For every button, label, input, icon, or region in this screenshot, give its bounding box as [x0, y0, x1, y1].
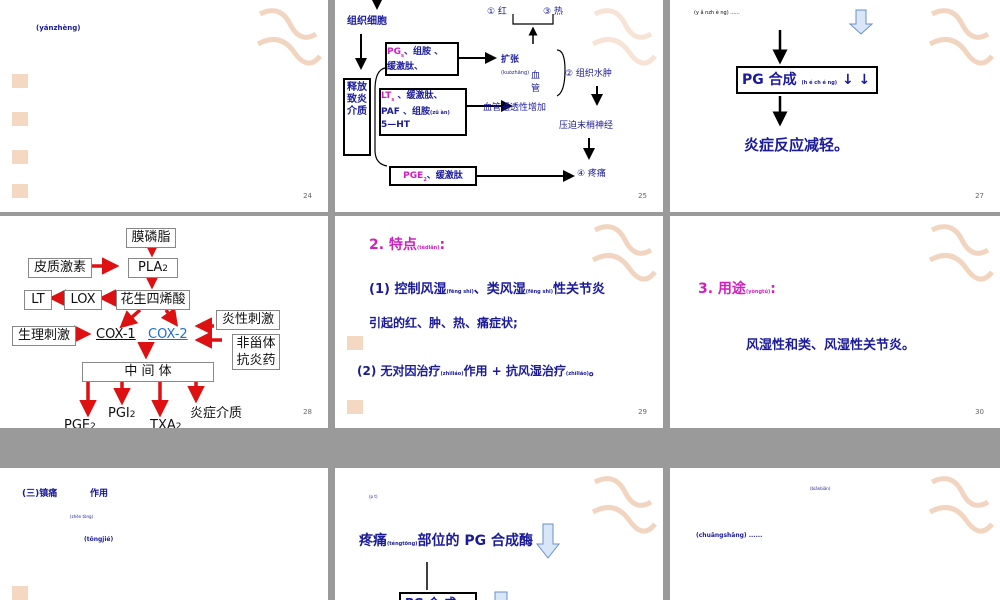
section-heading: 2. 特点(tèdiǎn):: [369, 237, 446, 253]
label-pain: ④ 疼痛: [577, 169, 606, 179]
slide-29[interactable]: 2. 特点(tèdiǎn): (1) 控制风湿(fēng shī)、类风湿(fē…: [335, 216, 663, 428]
page-number: 27: [975, 192, 984, 200]
slide-28[interactable]: 膜磷脂 皮质激素 PLA2 LT LOX 花生四烯酸 炎性刺激 生理刺激 COX…: [0, 216, 328, 428]
label-expand-pinyin: (kuòzhāng): [501, 70, 530, 76]
node-cox2: COX-2: [148, 327, 188, 342]
slide-27[interactable]: (y ǎ nzh è ng) ...... PG 合成 (h é ch é ng…: [670, 0, 1000, 212]
node-inflammatory-stimulus: 炎性刺激: [216, 310, 280, 330]
node-pla2: PLA2: [128, 258, 178, 278]
result-text: 炎症反应减轻。: [744, 136, 850, 154]
node-cox1: COX-1: [96, 327, 136, 342]
node-pgi2: PGI2: [108, 406, 136, 421]
slide-32[interactable]: (p t) 疼痛(téngtōng)部位的 PG 合成酶 PG 合 成: [335, 468, 663, 600]
node-arachidonic-acid: 花生四烯酸: [116, 290, 190, 310]
node-nsaid: 非甾体抗炎药: [232, 334, 280, 370]
pathway-arrows: [48, 240, 222, 418]
node-intermediate: 中 间 体: [82, 362, 214, 382]
flow-arrows: [772, 9, 874, 127]
slide-30[interactable]: 3. 用途(yòngtú): 风湿性和类、风湿性关节炎。 30: [670, 216, 1000, 428]
label-red: ① 红: [487, 7, 507, 17]
watermark-icon: [928, 224, 994, 282]
slide-33[interactable]: (biǎnbiān) (chuāngshāng) ......: [670, 468, 1000, 600]
node-pge2: PGE2: [64, 418, 96, 428]
point-1: (1) 控制风湿(fēng shī)、类风湿(fēng shī)性关节炎: [369, 282, 606, 297]
section-title: (三)镇痛: [22, 489, 58, 499]
page-number: 28: [303, 408, 312, 416]
page-number: 30: [975, 408, 984, 416]
page-number: 29: [638, 408, 647, 416]
node-corticosteroid: 皮质激素: [28, 258, 92, 278]
mediator-box-2: LTs 、缓激肽、 PAF 、组胺(zǔ àn) 5—HT: [379, 88, 467, 136]
decor-squares: [10, 0, 34, 212]
pg-synthesis-box: PG 合 成: [399, 592, 477, 600]
watermark-icon: [928, 8, 994, 66]
slide-24[interactable]: (yánzhèng) 24: [0, 0, 328, 212]
pg-synthesis-box: PG 合成 (h é ch é ng) ↓ ↓: [736, 66, 878, 94]
pinyin-text: (p t): [369, 494, 378, 499]
watermark-icon: [591, 8, 657, 66]
flow-arrows: [355, 0, 603, 182]
mediator-box-3: PGE2、缓激肽: [389, 166, 477, 186]
mediator-box-1: PGs、组胺 、 缓激肽、: [385, 42, 459, 76]
release-box: 释放致炎介质: [343, 78, 371, 156]
node-lox: LOX: [64, 290, 102, 310]
label-heat: ③ 热: [543, 7, 563, 17]
label-swelling: ② 组织水肿: [565, 69, 612, 79]
section-heading: 疼痛(téngtōng)部位的 PG 合成酶: [359, 533, 533, 549]
node-txa2: TXA2: [150, 418, 182, 428]
flow-arrows: [426, 523, 561, 600]
watermark-icon: [256, 8, 322, 66]
decor-squares: [10, 468, 34, 600]
decor-squares: [345, 216, 369, 428]
usage-text: 风湿性和类、风湿性关节炎。: [746, 338, 916, 353]
node-physiological-stimulus: 生理刺激: [12, 326, 76, 346]
slide-31[interactable]: (三)镇痛 作用 (zhèn tòng) (tōngjié): [0, 468, 328, 600]
pinyin-text-2: (chuāngshāng) ......: [696, 532, 763, 539]
pinyin-text: (yánzhèng): [36, 24, 81, 32]
label-vessel: 血管: [531, 71, 541, 94]
node-lt: LT: [24, 290, 52, 310]
pinyin-text: (y ǎ nzh è ng) ......: [694, 10, 740, 16]
node-membrane: 膜磷脂: [126, 228, 176, 248]
pinyin-text: (biǎnbiān): [810, 486, 831, 491]
cell-label: 组织细胞: [347, 16, 387, 27]
label-permeability: 血管通透性增加: [483, 103, 547, 113]
page-number: 24: [303, 192, 312, 200]
point-1-cont: 引起的红、肿、热、痛症状;: [369, 316, 518, 330]
watermark-icon: [591, 224, 657, 282]
section-title-2: 作用: [90, 489, 109, 499]
pinyin-text-2: (tōngjié): [84, 536, 114, 543]
pinyin-text: (zhèn tòng): [70, 514, 94, 519]
label-expand: 扩张: [501, 55, 520, 65]
label-nerve: 压迫末梢神经: [559, 121, 614, 131]
page-number: 25: [638, 192, 647, 200]
slide-25[interactable]: 组织细胞 释放致炎介质 PGs、组胺 、 缓激肽、 LTs 、缓激肽、 PAF …: [335, 0, 663, 212]
node-mediator: 炎症介质: [190, 406, 243, 421]
section-heading: 3. 用途(yòngtú):: [698, 281, 776, 297]
watermark-icon: [591, 476, 657, 534]
point-2: (2) 无对因治疗(zhìliáo)作用 + 抗风湿治疗(zhìliáo)。: [357, 364, 601, 378]
watermark-icon: [928, 476, 994, 534]
